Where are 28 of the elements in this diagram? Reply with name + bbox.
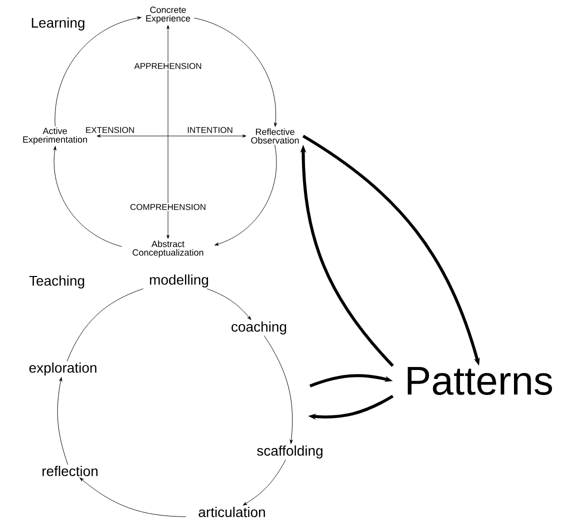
stage-label: Patterns: [408, 367, 552, 395]
arrow: [264, 335, 293, 444]
stage-label: coaching: [232, 321, 286, 334]
arrow: [54, 16, 142, 127]
stage-label: exploration: [29, 362, 96, 376]
heading: Learning: [32, 17, 84, 31]
stage-label: Concrete Experience: [146, 6, 190, 24]
stage-label: scaffolding: [257, 445, 322, 458]
axis-label: COMPREHENSION: [129, 202, 208, 211]
arrow: [53, 146, 122, 247]
arrow: [214, 144, 277, 246]
stage-label: reflection: [42, 466, 98, 476]
stage-label: Abstract Conceptualization: [132, 240, 204, 258]
arrow: [194, 18, 277, 127]
heading: Teaching: [29, 275, 84, 288]
stage-label: articulation: [198, 506, 265, 518]
axis-label: EXTENSION: [84, 126, 136, 134]
stage-label: modelling: [150, 274, 208, 288]
axis-label: APPREHENSION: [133, 62, 203, 70]
arrow: [242, 459, 286, 506]
arrow: [57, 377, 68, 465]
stage-label: Active Experimentation: [23, 128, 87, 144]
arrow: [96, 134, 246, 138]
arrow: [80, 478, 186, 517]
stage-label: Reflective Observation: [251, 128, 299, 144]
arrow: [206, 288, 252, 320]
arrow: [166, 25, 170, 239]
axis-label: INTENTION: [186, 126, 234, 134]
